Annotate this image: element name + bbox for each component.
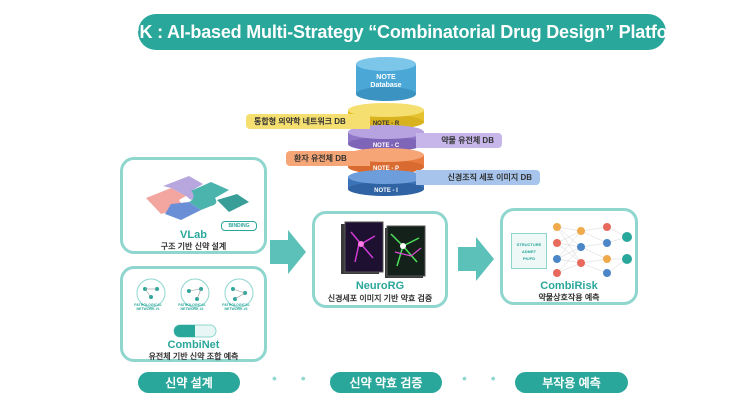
layer-label-r: NOTE - R	[372, 121, 400, 127]
layer-note-i	[348, 170, 424, 196]
layer-label-p: NOTE - P	[372, 166, 399, 172]
combinet-desc: 유전체 기반 신약 조합 예측	[148, 352, 239, 361]
vlab-name: VLab	[180, 229, 207, 241]
neural-network-icon	[553, 223, 632, 277]
network-icon-1	[136, 278, 166, 308]
network-icon-2	[180, 278, 210, 308]
stage-drug-design: 신약 설계	[138, 372, 240, 393]
input-pkpd: PK/PD	[522, 255, 536, 261]
network-label-1: PATHOLOGICAL NETWORK #1	[134, 303, 162, 311]
database-label-line2: Database	[370, 82, 402, 89]
neurorg-desc: 신경세포 이미지 기반 약효 검증	[327, 294, 433, 303]
database-label-line1: NOTE	[376, 74, 396, 81]
flow-arrow-1-icon	[270, 230, 306, 274]
network-icons	[136, 278, 254, 308]
neurorg-card: NeuroRG 신경세포 이미지 기반 약효 검증	[312, 211, 448, 308]
flow-arrow-2-icon	[458, 237, 494, 281]
layer-label-c: NOTE - C	[372, 143, 400, 149]
stage-side-effect-prediction: 부작용 예측	[515, 372, 628, 393]
tag-patient-genome-db: 환자 유전체 DB	[286, 151, 370, 166]
page-title: ARK : AI-based Multi-Strategy “Combinato…	[114, 14, 690, 50]
combirisk-card: STRUCTURE ADMET PK/PD CombiRisk 약물상호작용 예…	[500, 208, 638, 305]
vlab-card: BINDING VLab 구조 기반 신약 설계	[120, 157, 267, 254]
neuron-image-icon	[341, 221, 426, 278]
stage-separator-1: • • •	[272, 370, 345, 386]
input-admet: ADMET	[521, 248, 537, 254]
combirisk-name: CombiRisk	[540, 280, 598, 292]
capsule-icon	[173, 324, 217, 338]
input-structure: STRUCTURE	[516, 241, 542, 247]
layer-note-c	[348, 125, 424, 151]
stage-efficacy-validation: 신약 약효 검증	[330, 372, 442, 393]
combirisk-desc: 약물상호작용 예측	[538, 293, 600, 302]
layer-label-i: NOTE - I	[374, 188, 398, 194]
tag-integrated-network-db: 통합형 의약학 네트워크 DB	[246, 114, 370, 129]
tag-neural-image-db: 신경조직 세포 이미지 DB	[416, 170, 540, 185]
puzzle-icon	[146, 176, 249, 220]
combinet-name: CombiNet	[167, 339, 220, 351]
risk-inputs-box: STRUCTURE ADMET PK/PD	[511, 233, 547, 269]
stage-separator-2: • • •	[462, 370, 535, 386]
network-label-2: PATHOLOGICAL NETWORK #2	[178, 303, 206, 311]
binding-badge: BINDING	[221, 221, 257, 231]
database-label: NOTE Database	[356, 74, 416, 90]
network-label-3: PATHOLOGICAL NETWORK #3	[222, 303, 250, 311]
tag-drug-genome-db: 약물 유전체 DB	[416, 133, 502, 148]
vlab-desc: 구조 기반 신약 설계	[160, 242, 227, 251]
database-cylinder-icon	[356, 57, 416, 101]
network-icon-3	[224, 278, 254, 308]
neurorg-name: NeuroRG	[355, 280, 405, 292]
combinet-card: PATHOLOGICAL NETWORK #1 PATHOLOGICAL NET…	[120, 266, 267, 362]
